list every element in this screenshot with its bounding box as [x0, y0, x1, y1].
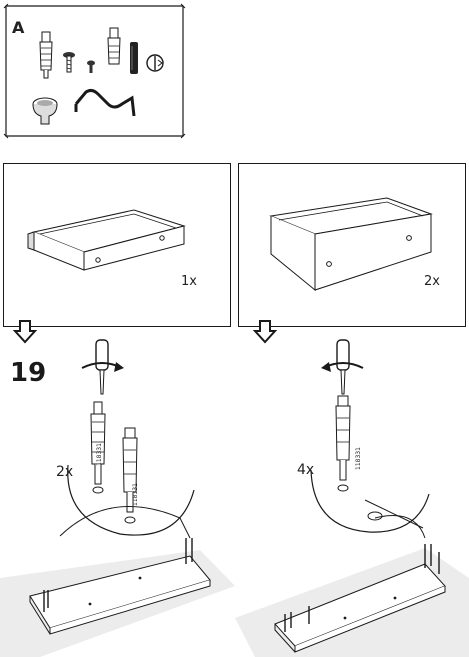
cam-bolt-icon [90, 401, 106, 494]
screw-icon [63, 52, 75, 73]
cam-bolt-icon [107, 27, 121, 65]
detail-left-part-code-b: 118331 [132, 483, 139, 506]
board-left [0, 506, 235, 657]
drawer-small-illustration [27, 209, 186, 271]
knob-icon [32, 97, 58, 125]
detail-left-multiplier: 2x [56, 464, 74, 480]
detail-right: 4x 118331 [235, 339, 469, 657]
detail-right-part-code: 118331 [355, 447, 362, 470]
drawer-large-quantity: 2x [424, 274, 440, 289]
parts-box: A [0, 0, 190, 145]
wood-dowel-icon [130, 42, 138, 74]
drawer-large-illustration [269, 197, 433, 292]
detail-right-multiplier: 4x [297, 462, 315, 478]
drawer-small-quantity: 1x [181, 274, 197, 289]
panel-drawer-small: 1x [3, 163, 231, 327]
detail-circle-left [67, 464, 195, 536]
screwdriver-icon [81, 339, 124, 395]
parts-box-frame [3, 3, 186, 139]
detail-left: 2x 118331 118331 [0, 339, 235, 657]
screwdriver-icon [321, 339, 364, 395]
detail-left-part-code: 118331 [96, 443, 103, 466]
board-right [235, 515, 469, 657]
down-arrow-icon [12, 320, 38, 344]
cam-dowel-icon [39, 31, 53, 79]
step-number: 19 [10, 358, 47, 388]
parts-box-label: A [12, 18, 25, 37]
down-arrow-icon [252, 320, 278, 344]
cam-lock-icon [146, 54, 164, 72]
small-screw-icon [87, 60, 95, 73]
wire-handle-icon [74, 88, 136, 117]
cam-bolt-icon [122, 427, 138, 524]
cam-bolt-icon [335, 395, 351, 492]
panel-drawer-large: 2x [238, 163, 466, 327]
